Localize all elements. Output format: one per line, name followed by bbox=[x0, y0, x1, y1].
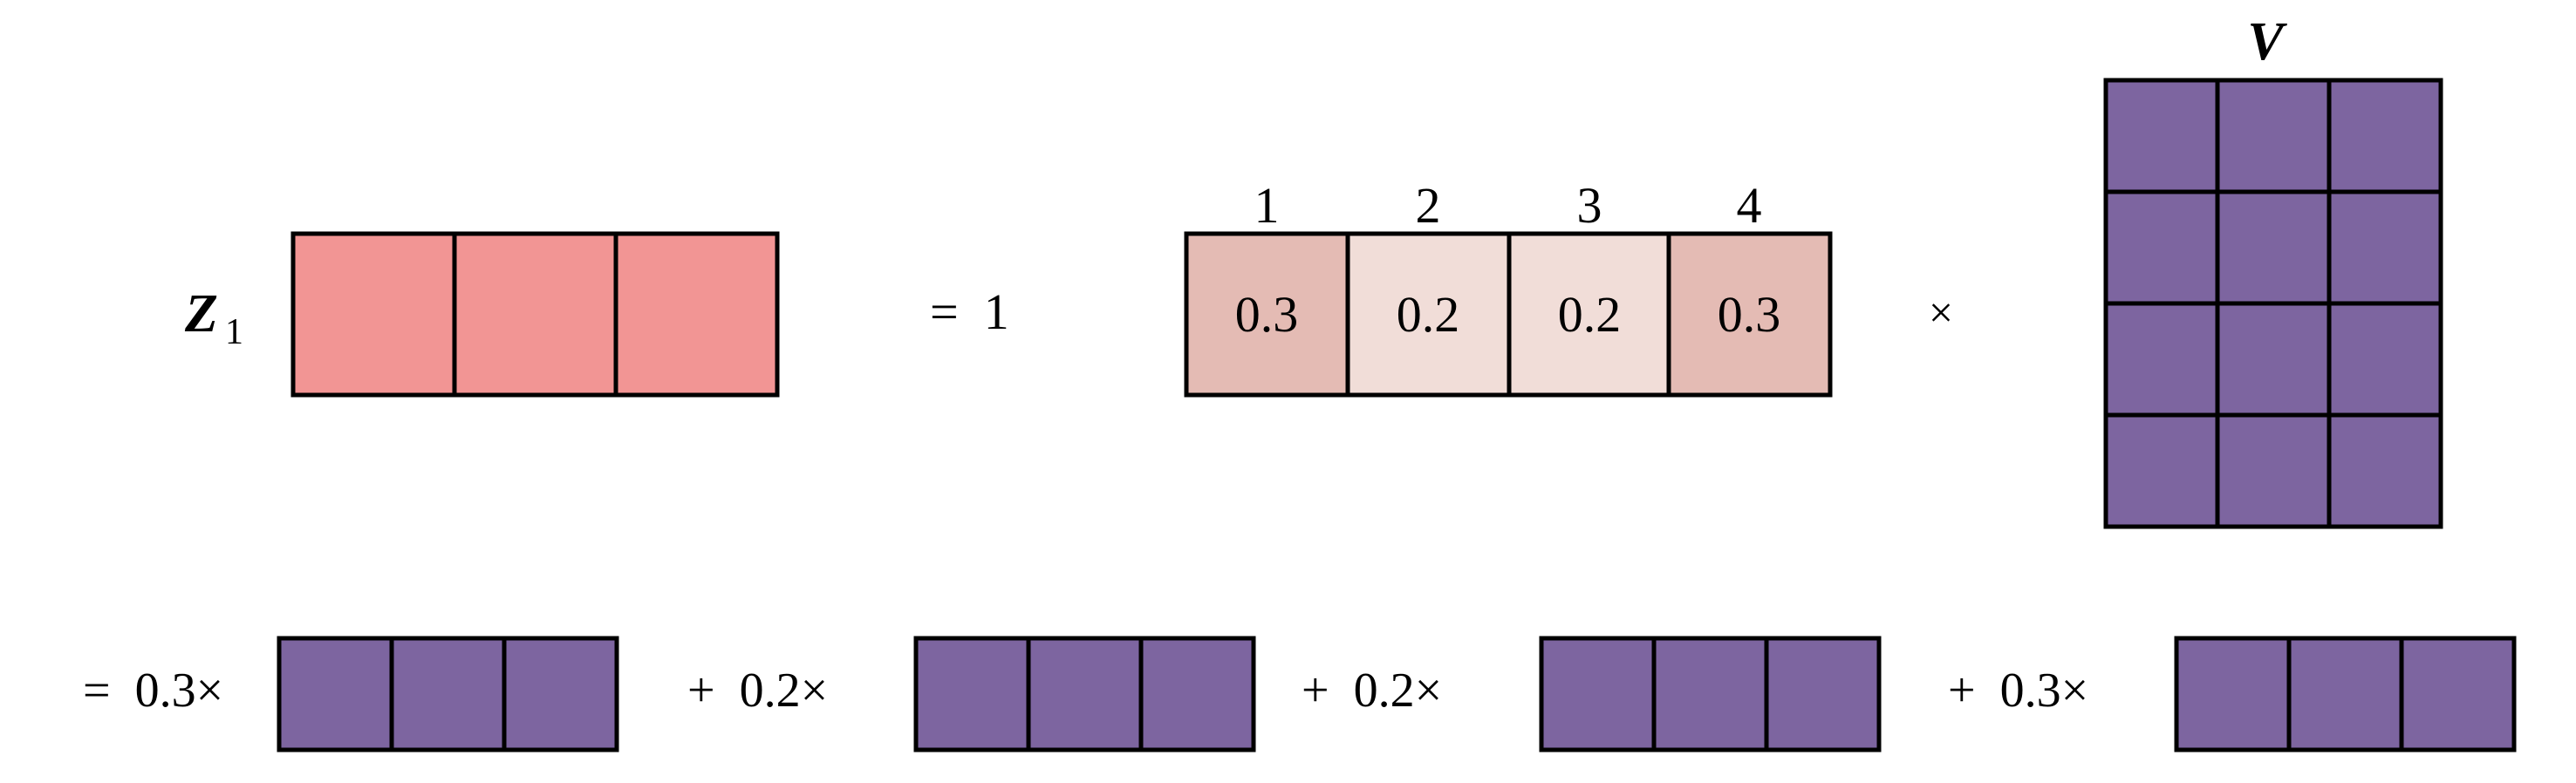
weight-value-1: 0.3 bbox=[1235, 286, 1299, 343]
weighted-value-cell bbox=[1138, 636, 1256, 752]
weighted-value-cell bbox=[2399, 636, 2517, 752]
z1-label-letter: Z bbox=[184, 284, 218, 344]
weighted-value-cell bbox=[1539, 636, 1657, 752]
z1-cell bbox=[613, 231, 780, 398]
weighted-value-cell bbox=[913, 636, 1031, 752]
z1-cell bbox=[290, 231, 457, 398]
v-matrix-cell bbox=[2215, 189, 2332, 306]
weight-cell bbox=[1666, 231, 1833, 398]
weighted-value-cell bbox=[1651, 636, 1769, 752]
weighted-value-cell bbox=[2286, 636, 2404, 752]
weight-cell bbox=[1507, 231, 1671, 398]
weighted-value-cell bbox=[1764, 636, 1882, 752]
sum-term-prefix-3: + 0.2× bbox=[1302, 664, 1442, 718]
weighted-value-cell bbox=[389, 636, 507, 752]
weighted-value-cell bbox=[502, 636, 619, 752]
v-label: V bbox=[2247, 12, 2287, 71]
v-matrix-cell bbox=[2103, 301, 2220, 418]
equals-one-text: = 1 bbox=[930, 283, 1009, 340]
weighted-value-rows bbox=[277, 636, 2517, 752]
weight-value-2: 0.2 bbox=[1397, 286, 1460, 343]
weight-value-3: 0.2 bbox=[1558, 286, 1622, 343]
v-matrix-cell bbox=[2103, 412, 2220, 529]
attention-weight-vector bbox=[1184, 231, 1833, 398]
weight-cell bbox=[1345, 231, 1512, 398]
v-matrix-cell bbox=[2327, 189, 2443, 306]
v-matrix-cell bbox=[2327, 78, 2443, 194]
column-index-1: 1 bbox=[1254, 177, 1280, 234]
column-index-3: 3 bbox=[1577, 177, 1602, 234]
v-matrix-cell bbox=[2215, 301, 2332, 418]
z1-label-subscript: 1 bbox=[225, 312, 243, 352]
v-matrix bbox=[2103, 78, 2443, 529]
sum-term-prefix-2: + 0.2× bbox=[687, 664, 828, 718]
weighted-value-cell bbox=[277, 636, 394, 752]
weighted-value-cell bbox=[2174, 636, 2292, 752]
v-matrix-cell bbox=[2327, 301, 2443, 418]
weighted-value-cell bbox=[1026, 636, 1144, 752]
weight-value-4: 0.3 bbox=[1718, 286, 1781, 343]
z1-vector bbox=[290, 231, 780, 398]
weight-cell bbox=[1184, 231, 1350, 398]
sum-term-prefix-1: = 0.3× bbox=[83, 664, 223, 718]
v-matrix-cell bbox=[2215, 412, 2332, 529]
sum-term-prefix-4: + 0.3× bbox=[1948, 664, 2088, 718]
v-matrix-cell bbox=[2103, 78, 2220, 194]
v-matrix-cell bbox=[2103, 189, 2220, 306]
v-matrix-cell bbox=[2327, 412, 2443, 529]
times-sign: × bbox=[1929, 288, 1953, 337]
z1-cell bbox=[452, 231, 618, 398]
v-matrix-cell bbox=[2215, 78, 2332, 194]
column-index-4: 4 bbox=[1737, 177, 1762, 234]
column-index-2: 2 bbox=[1416, 177, 1441, 234]
